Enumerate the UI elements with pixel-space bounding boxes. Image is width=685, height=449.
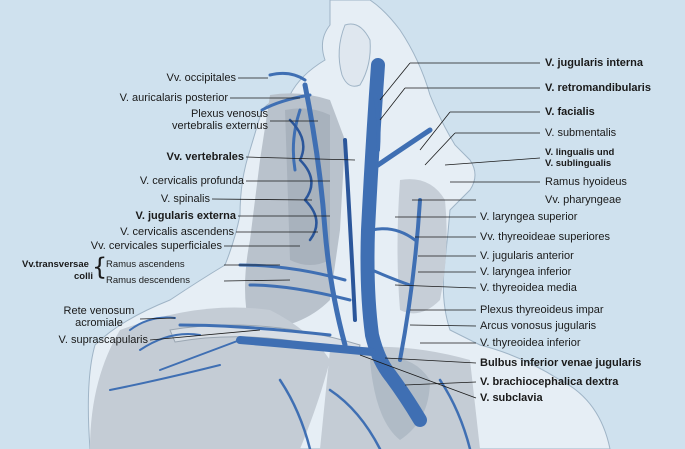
vena-suprascapularis [178,323,332,337]
label-v-thyreoidea-media: V. thyreoidea media [480,282,577,294]
label-v-thyreoidea-inferior: V. thyreoidea inferior [480,337,581,349]
ear [338,23,371,87]
label-ramus-ascendens: Ramus ascendens [106,259,185,270]
label-v-jugularis-anterior: V. jugularis anterior [480,250,574,262]
label-v-sublingualis: V. sublingualis [545,158,612,169]
label-v-retromandibularis: V. retromandibularis [545,82,651,94]
label-vertebralis-externus: vertebralis externus [172,120,268,132]
label-vv-occipitales: Vv. occipitales [166,72,237,84]
label-v-jugularis-externa: V. jugularis externa [135,210,236,222]
label-v-suprascapularis: V. suprascapularis [58,334,148,346]
label-plexus-thyreoideus-impar: Plexus thyreoideus impar [480,304,604,316]
label-acromiale: acromiale [75,317,123,329]
label-v-lingualis: V. lingualis und [545,147,615,158]
brace-icon: { [92,253,108,281]
label-plexus-venosus: Plexus venosus [190,108,268,120]
label-v-facialis: V. facialis [545,106,595,118]
label-v-laryngea-inferior: V. laryngea inferior [480,266,572,278]
larynx [397,179,447,314]
vv-occipitales [260,71,312,172]
vena-vertebralis [343,138,357,322]
label-bulbus-inferior: Bulbus inferior venae jugularis [480,357,642,369]
plexus-vertebralis [288,118,318,242]
vena-retromandibularis [373,93,381,152]
label-vv-cervicales-superficiales: Vv. cervicales superficiales [90,240,222,252]
label-v-subclavia: V. subclavia [480,392,543,404]
label-ramus-descendens: Ramus descendens [106,275,190,286]
vena-jugularis-interna [360,58,397,382]
rete-acromiale [109,316,241,391]
vena-facialis [375,127,433,168]
vena-subclavia [236,336,376,356]
vena-thyreoidea [370,227,417,287]
label-vv-thyreoideae-superiores: Vv. thyreoideae superiores [480,231,611,243]
label-v-laryngea-superior: V. laryngea superior [480,211,578,223]
vena-brachiocephalica [383,368,427,427]
label-v-jugularis-interna: V. jugularis interna [545,57,644,69]
vena-jugularis-anterior [398,198,422,362]
spine-block [285,108,330,265]
label-vv-pharyngeae: Vv. pharyngeae [545,194,622,206]
label-vv-vertebrales: Vv. vertebrales [166,151,244,163]
label-v-brachiocephalica-dextra: V. brachiocephalica dextra [480,376,619,388]
label-v-submentalis: V. submentalis [545,127,617,139]
vena-jugularis-externa [302,82,348,348]
label-v-cervicalis-profunda: V. cervicalis profunda [139,175,244,187]
label-arcus-venosus-jugularis: Arcus vonosus jugularis [480,320,597,332]
label-v-auricularis-posterior: V. auricalaris posterior [119,92,228,104]
label-rete-venosum: Rete venosum [63,305,135,317]
leader-lines [139,62,541,399]
label-vv-transversae: Vv.transversae [22,259,89,270]
label-ramus-hyoideus: Ramus hyoideus [545,176,627,188]
label-colli: colli [74,271,94,282]
label-v-spinalis: V. spinalis [160,193,210,205]
label-v-cervicalis-ascendens: V. cervicalis ascendens [120,226,234,238]
